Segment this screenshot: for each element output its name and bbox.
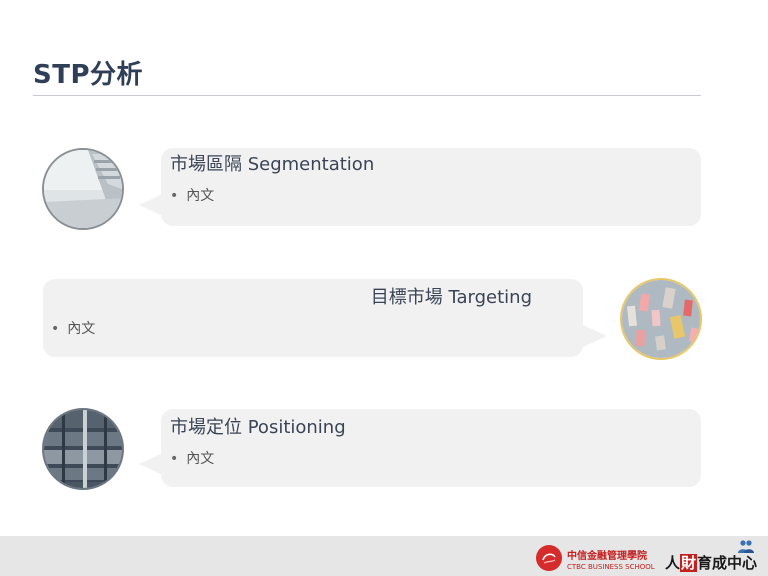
people-icon bbox=[737, 539, 755, 559]
targeting-bubble: 目標市場 Targeting •內文 bbox=[43, 279, 583, 357]
positioning-image bbox=[42, 408, 124, 490]
segmentation-bullet: •內文 bbox=[170, 188, 215, 204]
hr-logo-rest: 育成中心 bbox=[697, 554, 758, 572]
hr-logo-char-a: 人 bbox=[665, 554, 681, 572]
targeting-title: 目標市場 Targeting bbox=[370, 287, 532, 308]
targeting-bubble-tail bbox=[583, 325, 607, 347]
targeting-bullet-text: 內文 bbox=[67, 321, 96, 337]
targeting-image bbox=[620, 278, 702, 360]
segmentation-bubble-tail bbox=[139, 194, 163, 216]
hr-center-logo: 人財育成中心 bbox=[665, 552, 757, 573]
segmentation-bullet-text: 內文 bbox=[186, 188, 215, 204]
ctbc-name-cn: 中信金融管理學院 bbox=[567, 551, 647, 562]
ctbc-logo-text: 中信金融管理學院 CTBC BUSINESS SCHOOL bbox=[567, 547, 655, 571]
segmentation-title: 市場區隔 Segmentation bbox=[170, 154, 375, 175]
positioning-bullet-text: 內文 bbox=[186, 451, 215, 467]
footer-bar bbox=[0, 536, 768, 576]
segmentation-image bbox=[42, 148, 124, 230]
targeting-bullet: •內文 bbox=[51, 321, 96, 337]
ctbc-logo-icon bbox=[536, 545, 562, 571]
positioning-title: 市場定位 Positioning bbox=[170, 417, 346, 438]
ctbc-name-en: CTBC BUSINESS SCHOOL bbox=[567, 563, 655, 571]
positioning-bullet: •內文 bbox=[170, 451, 215, 467]
positioning-bubble-tail bbox=[139, 453, 163, 475]
segmentation-bubble: 市場區隔 Segmentation •內文 bbox=[161, 148, 701, 226]
positioning-bubble: 市場定位 Positioning •內文 bbox=[161, 409, 701, 487]
page-title: STP分析 bbox=[33, 60, 144, 90]
hr-logo-char-b: 財 bbox=[680, 554, 698, 572]
title-divider bbox=[33, 95, 701, 96]
